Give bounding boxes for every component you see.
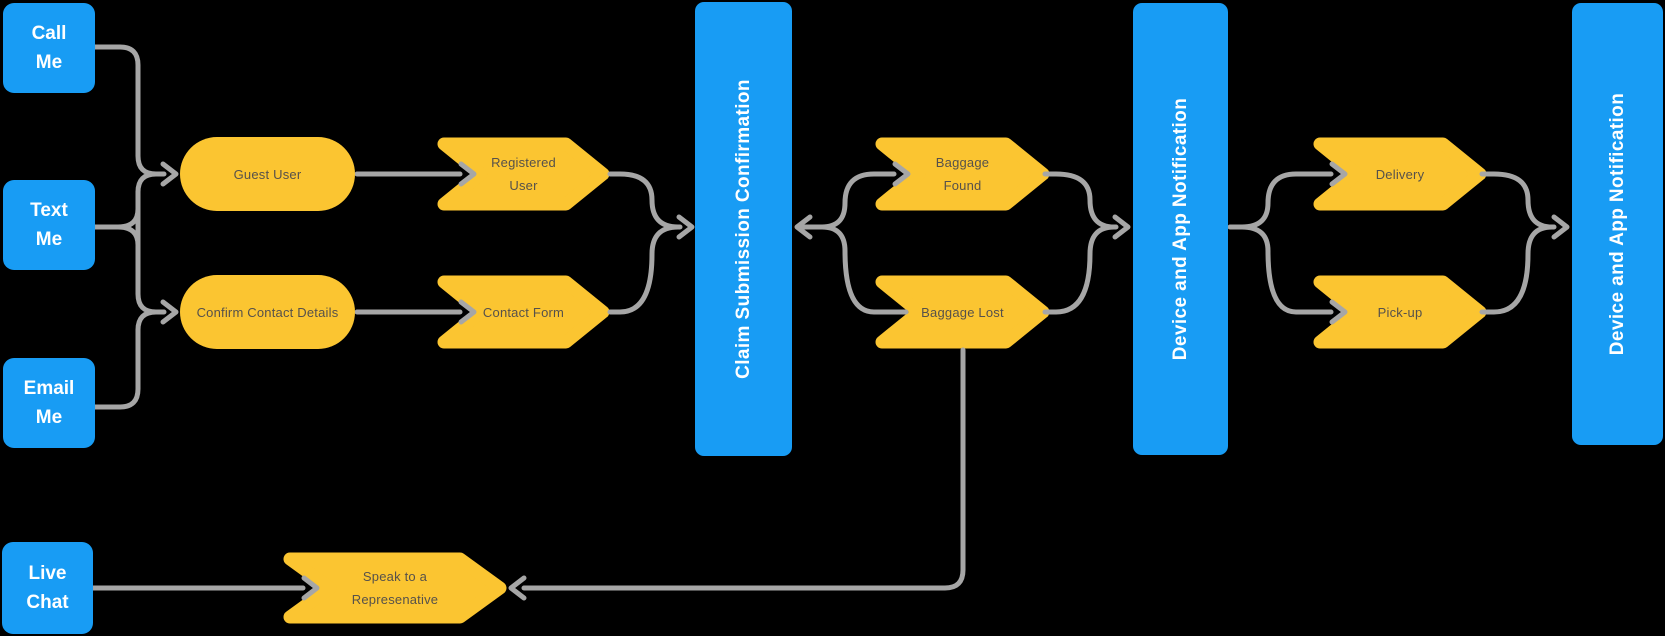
arrowhead-icon (794, 214, 813, 240)
node-confirm-contact-details[interactable]: Confirm Contact Details (180, 275, 355, 349)
connector-claim-fork-bottom (819, 224, 909, 315)
node-contact-form-label: Contact Form (437, 275, 610, 349)
milestone-device-app-notification-2[interactable]: Device and App Notification (1572, 3, 1663, 445)
node-confirm-contact-details-label: Confirm Contact Details (196, 304, 339, 320)
arrowhead-icon (301, 575, 320, 601)
channel-email-me-label-line1: Email (23, 378, 75, 399)
node-guest-user-label: Guest User (233, 166, 302, 182)
arrowhead-icon (892, 161, 911, 187)
connector-call-to-guest (92, 44, 167, 177)
connector-contactform-to-claim (607, 224, 681, 315)
channel-call-me[interactable]: Call Me (3, 3, 95, 93)
registered-user-line2: User (509, 178, 538, 193)
node-baggage-found[interactable] (875, 137, 1050, 211)
speak-to-rep-line2: Represenative (351, 591, 439, 607)
baggage-lost-line1: Baggage Lost (921, 304, 1004, 320)
arrowhead-icon (1329, 161, 1348, 187)
connector-email-to-trunk (92, 327, 141, 410)
milestone-device-app-notification-1-label: Device and App Notification (1169, 97, 1191, 361)
arrowhead-icon (1329, 299, 1348, 325)
connector-registered-to-claim (607, 171, 683, 230)
arrowhead-icon (160, 299, 179, 325)
channel-live-chat-label-line1: Live (28, 563, 67, 584)
pick-up-line1: Pick-up (1377, 304, 1423, 320)
baggage-found-line2: Found (943, 178, 982, 193)
delivery-line1: Delivery (1375, 166, 1425, 182)
channel-text-me[interactable]: Text Me (3, 180, 95, 270)
channel-text-me-label-line1: Text (30, 200, 68, 221)
channel-email-me[interactable]: Email Me (3, 358, 95, 448)
speak-to-rep-line1: Speak to a (362, 568, 428, 584)
connector-delivery-to-device2 (1479, 171, 1557, 230)
arrowhead-icon (508, 575, 527, 601)
registered-user-line1: Registered (491, 155, 556, 170)
node-delivery-label: Delivery (1313, 137, 1487, 211)
connectors-layer (89, 44, 1570, 601)
node-registered-user-label: Registered User (437, 137, 610, 211)
node-baggage-lost[interactable] (875, 275, 1050, 349)
connector-found-to-device1 (1042, 171, 1119, 230)
connector-text-fillet-down (115, 224, 141, 248)
connector-lost-to-speak (521, 347, 966, 591)
node-delivery[interactable] (1313, 137, 1487, 211)
connector-text-fillet-up (115, 206, 141, 230)
node-guest-user[interactable]: Guest User (180, 137, 355, 211)
node-pick-up[interactable] (1313, 275, 1487, 349)
channel-text-me-label-line2: Me (35, 229, 63, 250)
milestone-device-app-notification-2-label: Device and App Notification (1606, 92, 1628, 356)
node-baggage-lost-label: Baggage Lost (875, 275, 1050, 349)
connector-fillet-guest (135, 171, 159, 195)
milestone-claim-submission-confirmation[interactable]: Claim Submission Confirmation (695, 2, 792, 456)
node-registered-user[interactable] (437, 137, 610, 211)
contact-form-line1: Contact Form (482, 304, 565, 320)
node-pick-up-label: Pick-up (1313, 275, 1487, 349)
chevron-shapes (283, 137, 1487, 624)
arrowhead-icon (1112, 214, 1131, 240)
arrowhead-icon (458, 161, 477, 187)
node-speak-to-representative[interactable] (283, 552, 507, 624)
channel-email-me-label-line2: Me (35, 407, 63, 428)
connector-pickup-to-device2 (1479, 224, 1555, 315)
arrowhead-icon (1551, 214, 1570, 240)
connector-lost-to-device1 (1042, 224, 1117, 315)
arrowhead-icon (676, 214, 695, 240)
connector-trunk-to-confirm (135, 189, 167, 315)
milestone-device-app-notification-1[interactable]: Device and App Notification (1133, 3, 1228, 455)
node-baggage-found-label: Baggage Found (875, 137, 1050, 211)
arrowhead-icon (458, 299, 477, 325)
baggage-found-line1: Baggage (935, 155, 990, 170)
channel-live-chat-label-line2: Chat (26, 592, 69, 613)
node-speak-to-representative-label: Speak to a Represenative (283, 552, 507, 623)
milestone-claim-submission-label: Claim Submission Confirmation (732, 79, 754, 379)
channel-live-chat[interactable]: Live Chat (2, 542, 93, 634)
connector-fillet-confirm (135, 309, 159, 333)
connector-device1-to-pickup (1239, 224, 1334, 315)
channel-call-me-label-line2: Me (35, 52, 63, 73)
arrowhead-icon (160, 161, 179, 187)
channel-call-me-label-line1: Call (31, 23, 67, 44)
node-contact-form[interactable] (437, 275, 610, 349)
